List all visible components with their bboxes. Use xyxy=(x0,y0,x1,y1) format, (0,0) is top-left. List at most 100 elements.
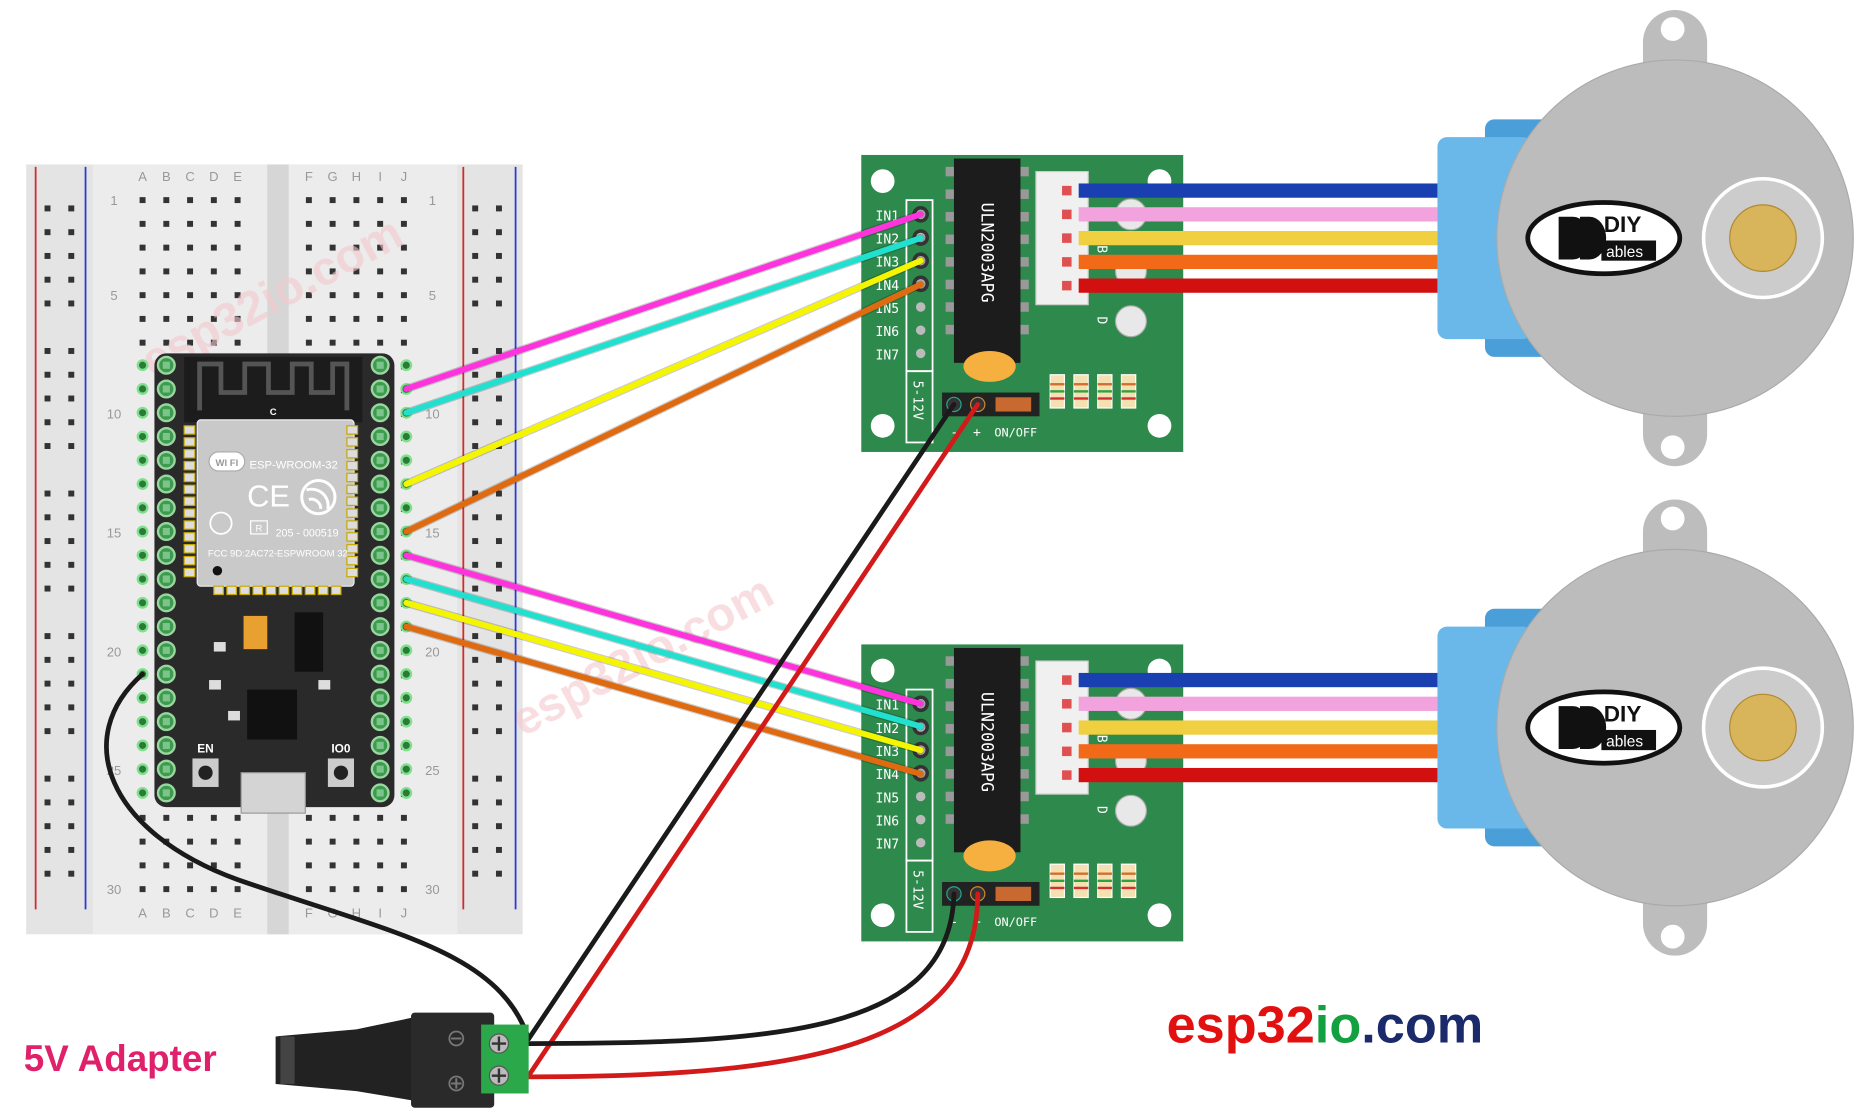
rail-hole xyxy=(495,775,502,782)
rail-hole xyxy=(495,561,502,568)
rail-hole xyxy=(44,633,51,640)
breadboard-hole xyxy=(234,268,241,275)
column-letter: J xyxy=(401,169,408,184)
rail-hole xyxy=(495,514,502,521)
breadboard-hole xyxy=(139,292,146,299)
rail-hole xyxy=(68,870,75,877)
rail-hole xyxy=(495,538,502,545)
rail-hole xyxy=(495,300,502,307)
breadboard-hole xyxy=(305,814,312,821)
rail-hole xyxy=(68,633,75,640)
breadboard-hole xyxy=(400,315,407,322)
brand-part-1: esp32 xyxy=(1167,996,1315,1054)
rail-hole xyxy=(44,680,51,687)
breadboard-hole xyxy=(187,339,194,346)
rail-hole xyxy=(44,514,51,521)
column-letter: E xyxy=(233,169,242,184)
input-label: IN4 xyxy=(876,279,900,294)
on-off-jumper[interactable] xyxy=(995,886,1032,902)
rail-hole xyxy=(68,585,75,592)
rail-hole xyxy=(495,680,502,687)
chip-label: ULN2003APG xyxy=(977,692,996,792)
antenna-trace xyxy=(197,361,350,411)
column-letter: A xyxy=(138,906,147,921)
rail-hole xyxy=(44,252,51,259)
breadboard-hole xyxy=(139,244,146,251)
on-off-jumper[interactable] xyxy=(995,397,1032,412)
rail-hole xyxy=(495,704,502,711)
breadboard-hole xyxy=(139,220,146,227)
row-number: 20 xyxy=(425,644,440,659)
row-number: 30 xyxy=(107,882,122,897)
rail-hole xyxy=(68,561,75,568)
driver1-in1-wire xyxy=(403,211,924,392)
breadboard-hole xyxy=(400,339,407,346)
motor-wire xyxy=(1078,183,1438,198)
row-number: 5 xyxy=(110,288,117,303)
breadboard-hole xyxy=(329,220,336,227)
rail-hole xyxy=(68,419,75,426)
breadboard-hole xyxy=(163,886,170,893)
rail-hole xyxy=(495,229,502,236)
rail-hole xyxy=(472,846,479,853)
rail-hole xyxy=(472,633,479,640)
antenna-label: C xyxy=(270,407,277,418)
breadboard-hole xyxy=(353,292,360,299)
breadboard-hole xyxy=(400,838,407,845)
breadboard-hole xyxy=(353,244,360,251)
motor-wire xyxy=(1078,254,1438,270)
rail-hole xyxy=(44,490,51,497)
breadboard-hole xyxy=(187,862,194,869)
rail-hole xyxy=(472,371,479,378)
input-label: IN4 xyxy=(876,768,900,783)
breadboard-hole xyxy=(234,862,241,869)
rail-hole xyxy=(495,395,502,402)
breadboard-hole xyxy=(377,220,384,227)
capacitor xyxy=(243,615,268,650)
breadboard-hole xyxy=(377,315,384,322)
rail-hole xyxy=(44,704,51,711)
rail-hole xyxy=(472,728,479,735)
breadboard-hole xyxy=(353,814,360,821)
column-letter: J xyxy=(401,906,408,921)
brand-logo: esp32io.com xyxy=(1167,996,1484,1054)
ce-mark: CE xyxy=(247,479,290,514)
rail-hole xyxy=(495,348,502,354)
voltage-label: 5-12V xyxy=(910,381,925,420)
cert-icon xyxy=(209,511,233,535)
input-label: IN3 xyxy=(876,745,900,760)
plus-label: + xyxy=(973,426,981,441)
rail-hole xyxy=(495,870,502,877)
input-label: IN3 xyxy=(876,256,900,271)
rail-hole xyxy=(44,276,51,283)
input-label: IN6 xyxy=(876,325,900,340)
rail-hole xyxy=(68,514,75,521)
driver2-in4-wire xyxy=(403,623,924,777)
led-label: B xyxy=(1094,735,1109,743)
driver2-in1-wire xyxy=(403,552,924,707)
breadboard-hole xyxy=(305,220,312,227)
input-pin xyxy=(915,814,926,825)
switch-label: ON/OFF xyxy=(994,426,1037,440)
column-letter: F xyxy=(305,906,313,921)
breadboard-hole xyxy=(187,814,194,821)
rail-hole xyxy=(68,276,75,283)
breadboard-hole xyxy=(234,220,241,227)
fcc-id: FCC 9D:2AC72-ESPWROOM 32 xyxy=(208,548,348,559)
breadboard-hole xyxy=(139,862,146,869)
breadboard-hole xyxy=(234,292,241,299)
row-number: 25 xyxy=(425,763,440,778)
rail-hole xyxy=(472,585,479,592)
breadboard-hole xyxy=(210,862,217,869)
breadboard-hole xyxy=(234,197,241,204)
breadboard-hole xyxy=(163,315,170,322)
breadboard-hole xyxy=(210,268,217,275)
breadboard-hole xyxy=(329,315,336,322)
en-label: EN xyxy=(197,742,213,756)
rail-hole xyxy=(68,205,75,212)
breadboard-hole xyxy=(234,244,241,251)
breadboard-hole xyxy=(305,339,312,346)
breadboard-hole xyxy=(377,268,384,275)
row-number: 15 xyxy=(107,525,122,540)
